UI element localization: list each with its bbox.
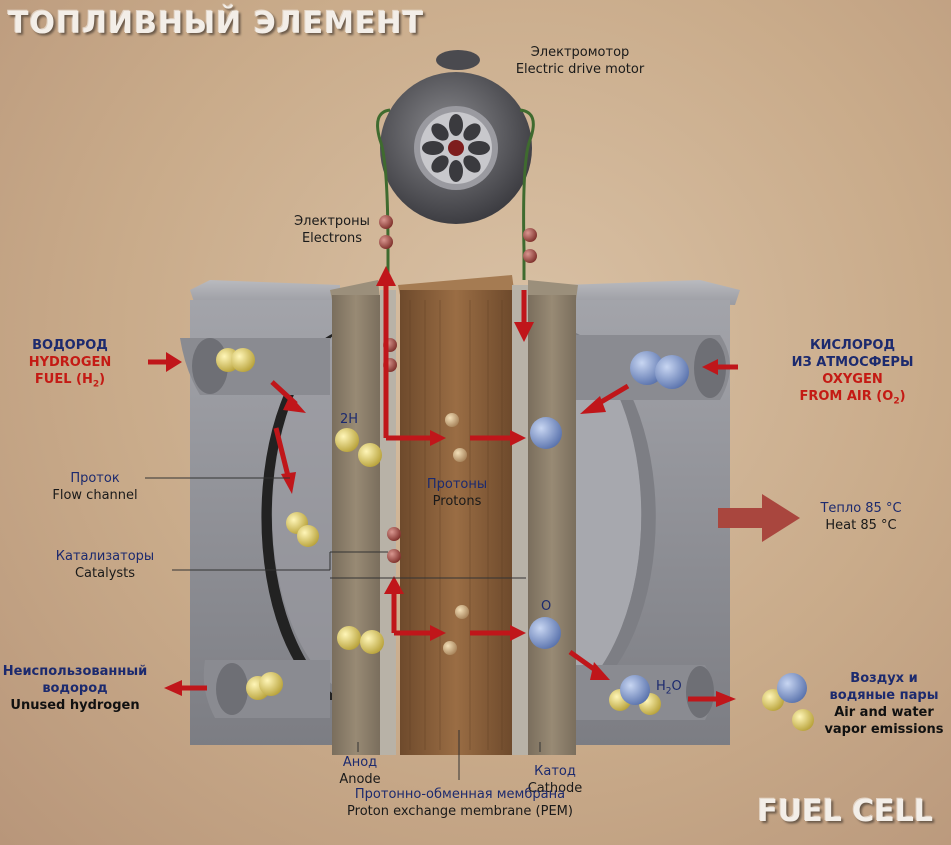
two-h-label: 2H	[340, 412, 359, 427]
wire-right	[519, 108, 535, 280]
membrane-texture	[409, 300, 503, 750]
hydrogen-atoms	[216, 348, 814, 731]
water-label: H2O	[656, 679, 682, 697]
heat-arrow	[718, 494, 800, 542]
anode-plate	[332, 295, 380, 755]
oxygen-label: КИСЛОРОД ИЗ АТМОСФЕРЫ OXYGEN FROM AIR (O…	[791, 338, 914, 407]
air-emissions-label: Воздух и водяные пары Air and water vapo…	[824, 671, 944, 737]
cathode-plate	[528, 295, 576, 755]
title-ru: ТОПЛИВНЫЙ ЭЛЕМЕНТ	[8, 6, 425, 41]
oxygen-atoms	[529, 351, 807, 705]
oxygen-atom-label: O	[541, 599, 552, 614]
unused-hydrogen-label: Неиспользованный водород Unused hydrogen	[2, 664, 148, 713]
pointer-lines	[145, 477, 541, 780]
cathode-catalyst	[512, 285, 528, 755]
pem-membrane	[400, 290, 512, 755]
electric-motor	[380, 50, 532, 224]
arrow-heads	[164, 266, 736, 707]
title-en: FUEL CELL	[757, 794, 933, 829]
hydrogen-label: ВОДОРОД HYDROGEN FUEL (H2)	[28, 338, 112, 390]
protons	[443, 413, 469, 655]
left-housing	[180, 280, 340, 745]
